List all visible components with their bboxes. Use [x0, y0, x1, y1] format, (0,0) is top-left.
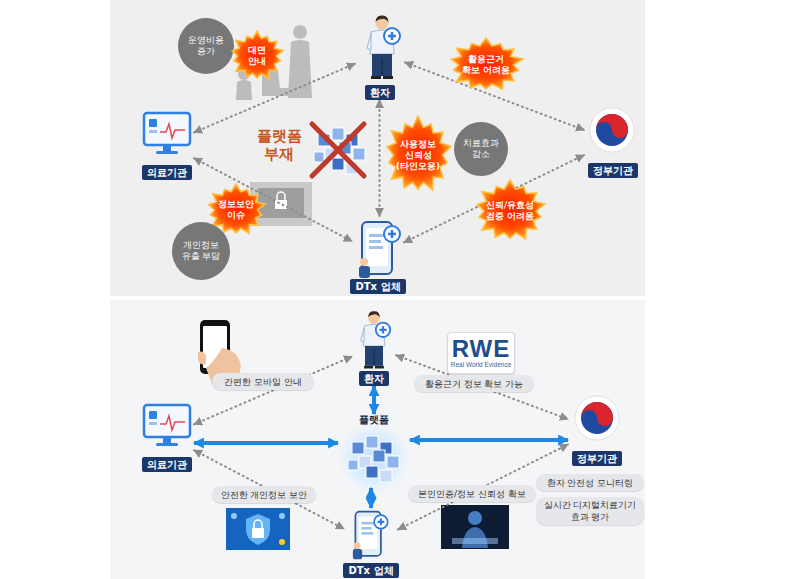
circle-shape: [178, 18, 234, 74]
circle-text: 개인정보 유출 부담: [178, 240, 224, 262]
benefit-pill: 간편한 모바일 안내: [212, 373, 314, 390]
actor-node: 의료기관: [140, 400, 194, 472]
platform-cubes: [348, 436, 399, 482]
benefit-pill: 환자 안전성 모니터링: [536, 474, 644, 491]
burst-text: 대면 안내: [244, 45, 270, 67]
actor-label: 정부기관: [572, 451, 622, 466]
actor-label: 정부기관: [588, 163, 638, 178]
dtx-phone: [359, 222, 400, 278]
burst-shape: [232, 31, 283, 79]
burst-text: 정보보안 이슈: [217, 199, 255, 221]
problem-burst: 사용정보 신뢰성 (타인오용): [384, 116, 452, 194]
platform-glow: [334, 418, 414, 498]
status-label: 플랫폼 부재: [252, 127, 306, 163]
issue-circle: 운영비용 증가: [178, 18, 234, 74]
platform-arrow: [369, 488, 373, 508]
issue-circle: 개인정보 유출 부담: [172, 222, 230, 280]
circle-text: 치료효과 감소: [461, 138, 501, 160]
circle-shape: [454, 122, 508, 176]
actor-node: DTx 업체: [344, 508, 398, 578]
government-emblem: [590, 108, 634, 152]
burst-shape: [209, 184, 266, 233]
actor-node: 정부기관: [568, 394, 626, 466]
platform-arrow: [410, 438, 568, 442]
burst-text: 활용근거 확보 어려움: [461, 54, 511, 76]
dotted-arrow: [396, 355, 568, 419]
benefit-pill: 안전한 개인정보 보안: [212, 486, 316, 503]
benefit-pill: 본인인증/정보 신뢰성 확보: [408, 485, 536, 502]
circle-shape: [172, 222, 230, 280]
patient-figure: [367, 15, 400, 79]
security-image: [226, 508, 290, 550]
solution-panel: [110, 300, 645, 579]
platform-node: 플랫폼: [338, 414, 410, 488]
actor-node: 정부기관: [584, 104, 642, 178]
actor-node: DTx 업체: [352, 216, 404, 294]
rwe-text: RWE: [452, 337, 511, 361]
rwe-logo: RWEReal World Evidence: [447, 332, 515, 374]
hospital-monitor: [144, 405, 190, 446]
actor-node: 환자: [355, 6, 405, 100]
benefit-pill: 활용근거 정보 확보 가능: [414, 375, 534, 392]
patient-figure: [361, 311, 391, 368]
platform-arrow: [372, 386, 376, 414]
dtx-phone: [353, 512, 388, 560]
pill-text: 본인인증/정보 신뢰성 확보: [418, 488, 526, 500]
problem-burst: 대면 안내: [230, 31, 284, 81]
authentication-image: [441, 505, 509, 549]
burst-text: 신뢰/유효성 검증 어려움: [485, 200, 535, 222]
pill-text: 간편한 모바일 안내: [224, 376, 302, 388]
pill-text: 환자 안전성 모니터링: [547, 477, 634, 489]
platform-label: 플랫폼: [359, 414, 389, 426]
actor-label: 환자: [365, 85, 395, 100]
dotted-arrow: [379, 100, 381, 216]
benefit-pill: 실시간 디지털치료기기 효과 평가: [536, 497, 644, 525]
dotted-arrow: [194, 64, 355, 133]
burst-shape: [477, 180, 545, 239]
platform-arrow: [194, 441, 338, 445]
actor-node: 의료기관: [140, 108, 194, 180]
pill-text: 활용근거 정보 확보 가능: [425, 378, 524, 390]
dotted-arrow: [194, 357, 352, 425]
dotted-arrow: [194, 450, 344, 529]
actor-label: 의료기관: [142, 165, 192, 180]
government-emblem: [575, 396, 619, 440]
rwe-text: Real World Evidence: [451, 361, 512, 369]
cross-mark: [312, 124, 364, 176]
actor-label: DTx 업체: [343, 563, 398, 578]
actor-label: 환자: [359, 371, 389, 386]
pill-text: 실시간 디지털치료기기 효과 평가: [540, 499, 640, 523]
actor-label: 의료기관: [142, 457, 192, 472]
burst-shape: [451, 38, 523, 89]
actor-node: 환자: [352, 308, 396, 386]
hospital-monitor: [144, 113, 190, 154]
burst-shape: [387, 116, 451, 190]
circle-text: 운영비용 증가: [186, 35, 226, 57]
burst-text: 사용정보 신뢰성 (타인오용): [395, 139, 441, 172]
issue-circle: 치료효과 감소: [454, 122, 508, 176]
problem-burst: 활용근거 확보 어려움: [448, 38, 524, 92]
problem-panel: [110, 0, 645, 296]
problem-burst: 신뢰/유효성 검증 어려움: [474, 180, 546, 242]
actor-label: DTx 업체: [350, 279, 405, 294]
pill-text: 안전한 개인정보 보안: [221, 489, 308, 501]
